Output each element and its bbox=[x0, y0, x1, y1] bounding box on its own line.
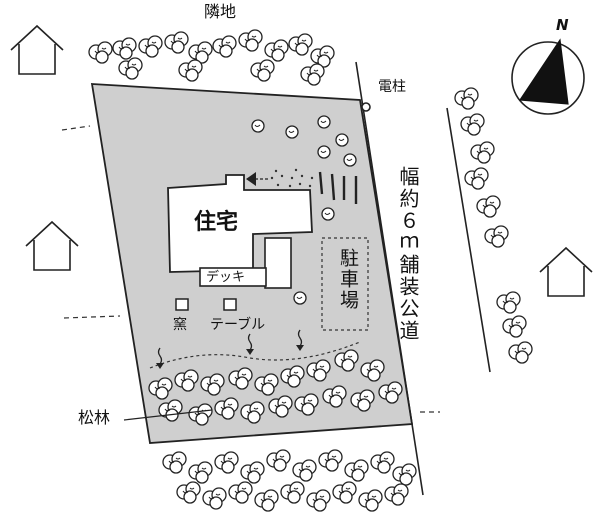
compass-north-label: N bbox=[556, 16, 569, 34]
house-icon bbox=[25, 221, 79, 271]
kiln-marker bbox=[175, 298, 189, 311]
utility-pole-icon bbox=[361, 102, 371, 112]
house-label: 住宅 bbox=[194, 210, 239, 235]
deck bbox=[199, 267, 267, 287]
house-icon bbox=[10, 25, 64, 75]
pine-forest-label: 松林 bbox=[78, 408, 111, 427]
tree-icon bbox=[88, 29, 335, 86]
driveway-arrow-icon bbox=[246, 172, 256, 186]
north-arrow-icon bbox=[511, 38, 585, 115]
table-marker bbox=[223, 298, 237, 311]
deck-label: デッキ bbox=[206, 270, 246, 285]
utility-pole-label: 電柱 bbox=[378, 79, 406, 95]
parking-label: 駐車場 bbox=[337, 248, 359, 311]
pine-forest-edge bbox=[149, 341, 361, 369]
pines-leader-line bbox=[123, 409, 213, 421]
driveway bbox=[270, 168, 314, 188]
kiln-label: 窯 bbox=[173, 317, 187, 333]
road-edge-west bbox=[355, 61, 424, 496]
house-icon bbox=[539, 247, 593, 297]
neighbor-lot-label: 隣地 bbox=[204, 2, 237, 21]
table-label: テーブル bbox=[210, 317, 266, 333]
road-edge-east bbox=[446, 107, 491, 373]
tree-icon bbox=[162, 449, 417, 512]
parking-area bbox=[321, 237, 369, 331]
road-label: 幅約６ｍ舗装公道 bbox=[396, 166, 420, 342]
annex bbox=[264, 237, 292, 289]
